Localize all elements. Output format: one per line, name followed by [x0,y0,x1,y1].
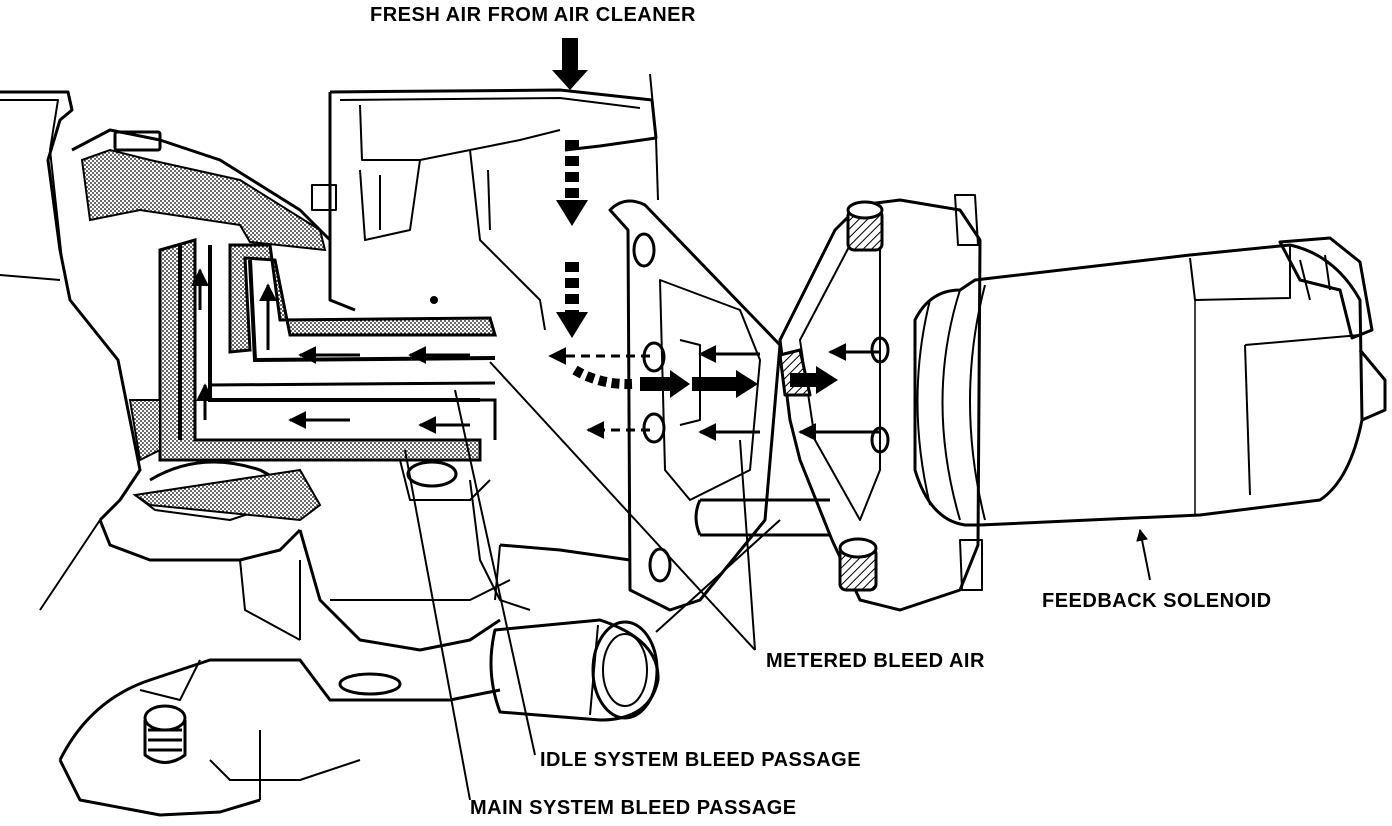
carburetor-body [0,73,660,817]
flow-arrows [552,38,838,398]
feedback-solenoid [778,194,1387,612]
fresh-air-label: FRESH AIR FROM AIR CLEANER [370,4,696,26]
connector-stub [694,498,830,537]
metered-bleed-air-label: METERED BLEED AIR [766,650,985,672]
inlet-arrow [552,38,588,90]
feedback-solenoid-label: FEEDBACK SOLENOID [1042,590,1272,612]
metered-bleed-arrows [548,343,880,441]
main-system-bleed-passage-label: MAIN SYSTEM BLEED PASSAGE [470,797,797,819]
idle-system-bleed-passage-label: IDLE SYSTEM BLEED PASSAGE [540,749,862,771]
bleed-passages [80,148,498,522]
leader-lines [404,361,1151,801]
gasket-plate [608,199,782,612]
